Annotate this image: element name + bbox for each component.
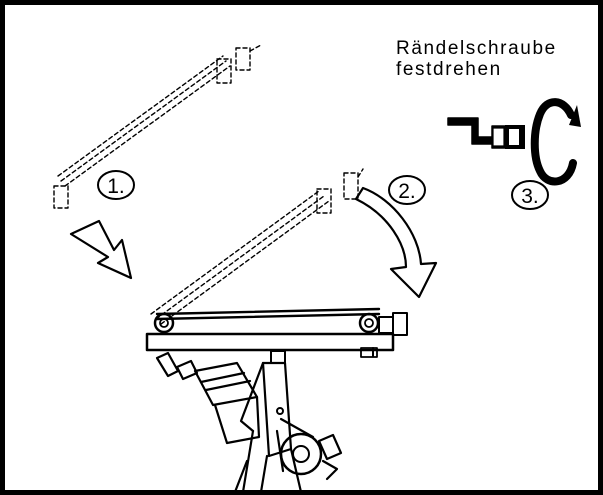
step-label-2: 2. bbox=[398, 180, 416, 203]
curved-arrow-icon-step2 bbox=[354, 186, 438, 299]
tripod-icon bbox=[155, 351, 343, 490]
rotate-clockwise-icon bbox=[530, 98, 581, 186]
knurled-screw-icon bbox=[447, 117, 525, 149]
tripod-head-plate bbox=[145, 332, 395, 364]
ghost-bar-step1 bbox=[53, 44, 262, 209]
step-label-1: 1. bbox=[107, 175, 125, 198]
arrow-icon-step1 bbox=[69, 219, 133, 280]
step-number-1-circle bbox=[97, 170, 135, 200]
mounting-illustration: 1. 2. 3. bbox=[53, 44, 581, 490]
instruction-line-2: festdrehen bbox=[396, 59, 502, 80]
instruction-line-1: Rändelschraube bbox=[396, 38, 557, 59]
step-number-2-circle bbox=[388, 175, 426, 205]
instruction-caption: Rändelschraube festdrehen bbox=[396, 38, 557, 80]
ghost-bar-step2 bbox=[150, 168, 364, 325]
step-number-3-circle bbox=[511, 180, 549, 210]
mounting-bar bbox=[153, 307, 408, 336]
step-label-3: 3. bbox=[521, 185, 539, 208]
